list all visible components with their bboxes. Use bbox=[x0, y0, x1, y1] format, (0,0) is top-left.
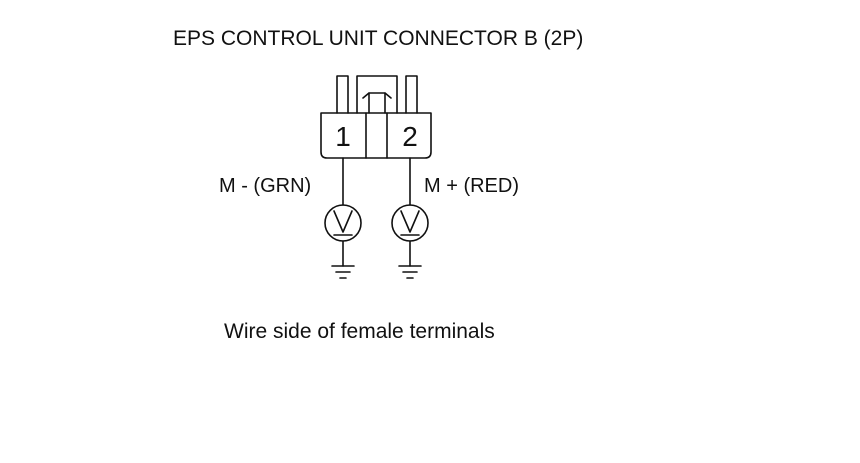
diagram-caption: Wire side of female terminals bbox=[224, 320, 495, 343]
ground-icon bbox=[331, 265, 355, 279]
connector-body bbox=[320, 75, 432, 159]
voltmeter-icon bbox=[324, 204, 362, 242]
terminal-1-label: M - (GRN) bbox=[219, 175, 312, 197]
voltmeter-icon bbox=[391, 204, 429, 242]
diagram-title: EPS CONTROL UNIT CONNECTOR B (2P) bbox=[173, 27, 584, 50]
ground-icon bbox=[398, 265, 422, 279]
terminal-2-number: 2 bbox=[402, 121, 418, 152]
terminal-2-label: M + (RED) bbox=[424, 175, 519, 197]
terminal-1-number: 1 bbox=[335, 121, 351, 152]
